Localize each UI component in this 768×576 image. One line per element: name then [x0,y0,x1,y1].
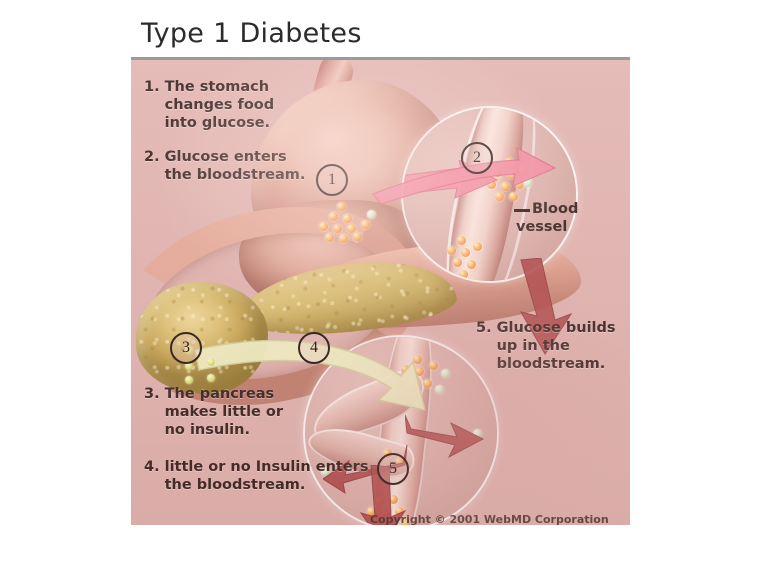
blood-cell [321,467,330,476]
step-number: 2. [144,149,160,165]
step-number: 3. [144,386,160,402]
marker-label: 2 [473,149,481,166]
marker-1[interactable]: 1 [316,164,348,196]
step-number: 5. [476,320,492,336]
marker-label: 1 [328,171,336,188]
magnifier-glucose-buildup [303,335,499,525]
marker-5[interactable]: 5 [377,453,409,485]
callout-line-1: Blood [532,201,579,217]
marker-label: 3 [182,339,190,356]
marker-4[interactable]: 4 [298,332,330,364]
glucose-cluster-vessel-lower [439,236,495,280]
step-1: 1. The stomach changes food into glucose… [144,78,294,132]
arrow-vessel-descending [519,258,573,355]
arrow-glucose-to-vessel [372,146,557,205]
pancreas-head-shape [136,282,268,394]
step-text: little or no Insulin enters the bloodstr… [164,459,369,493]
step-5: 5. Glucose builds up in the bloodstream. [476,319,626,373]
step-4: 4. little or no Insulin enters the blood… [144,458,394,494]
marker-label: 5 [389,460,397,477]
blood-vessel-callout: Blood vessel [516,200,578,236]
step-2: 2. Glucose enters the bloodstream. [144,148,316,184]
callout-leader-line [514,209,530,212]
arrow-insulin-pathway [194,340,426,411]
diabetes-illustration-panel: 1 2 3 4 5 1. The stomach changes food in… [131,57,630,525]
step-text: The pancreas makes little or no insulin. [164,386,284,438]
step-3: 3. The pancreas makes little or no insul… [144,385,304,439]
copyright-notice: Copyright © 2001 WebMD Corporation [370,513,609,525]
pancreas-texture [136,282,268,394]
marker-3[interactable]: 3 [170,332,202,364]
marker-label: 4 [310,339,318,356]
glucose-cluster-stomach [303,200,393,250]
step-text: The stomach changes food into glucose. [164,79,275,131]
blood-cell [473,429,482,438]
step-text: Glucose enters the bloodstream. [164,149,306,183]
step-number: 4. [144,459,160,475]
page-title: Type 1 Diabetes [141,18,362,49]
callout-line-2: vessel [516,219,568,235]
arrow-branch-right [405,414,485,459]
marker-2[interactable]: 2 [461,142,493,174]
step-text: Glucose builds up in the bloodstream. [496,320,616,372]
step-number: 1. [144,79,160,95]
